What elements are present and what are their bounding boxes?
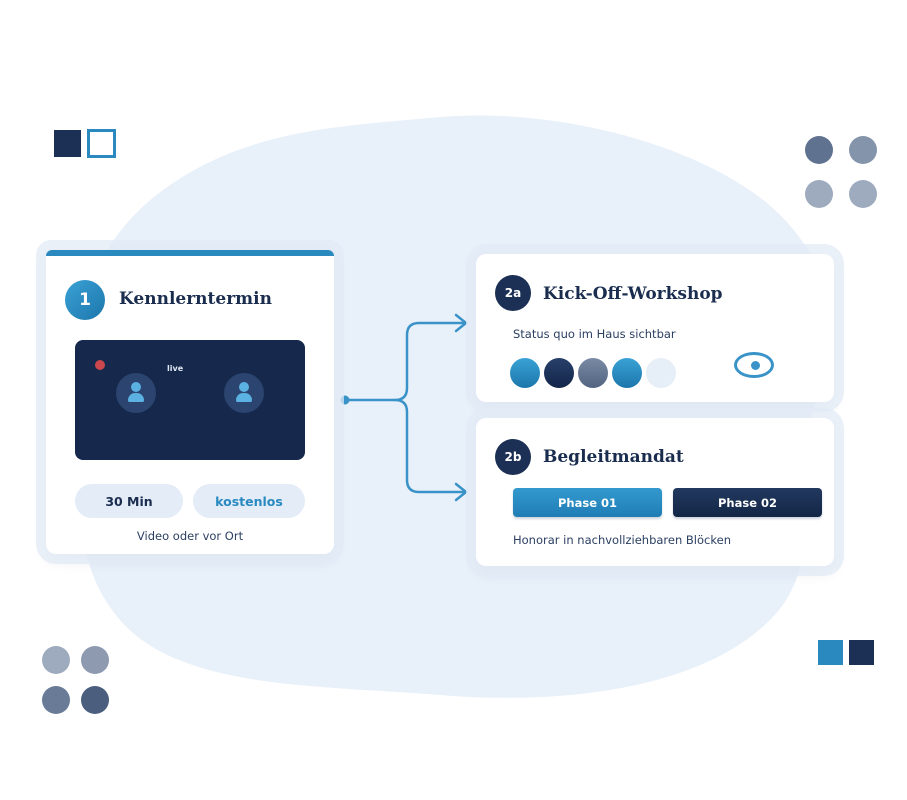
participant-avatar: [510, 358, 540, 388]
participant-avatar: [612, 358, 642, 388]
step-card-begleitmandat: 2b Begleitmandat Phase 01 Phase 02 Honor…: [476, 418, 834, 566]
eye-icon: [734, 352, 774, 378]
price-pill: kostenlos: [193, 484, 305, 518]
decor-dot: [81, 686, 109, 714]
live-label: live: [167, 364, 184, 373]
step-subtitle: Status quo im Haus sichtbar: [513, 327, 676, 341]
phase-02-block: Phase 02: [673, 488, 822, 517]
phase-01-block: Phase 01: [513, 488, 662, 517]
fee-note: Honorar in nachvollziehbaren Blöcken: [513, 533, 731, 547]
step-title: Begleitmandat: [543, 447, 684, 467]
step-title: Kick-Off-Workshop: [543, 284, 723, 304]
step-number-badge: 1: [65, 280, 105, 320]
decor-dot: [849, 136, 877, 164]
decor-square-outline: [87, 129, 116, 158]
step-number-badge: 2b: [495, 439, 531, 475]
duration-pill: 30 Min: [75, 484, 183, 518]
decor-square-navy: [849, 640, 874, 665]
decor-square-filled: [54, 130, 81, 157]
decor-square-blue: [818, 640, 843, 665]
participant-avatar: [578, 358, 608, 388]
participant-icon: [116, 373, 156, 413]
decor-dot: [81, 646, 109, 674]
decor-dot: [805, 136, 833, 164]
meeting-mode-label: Video oder vor Ort: [136, 529, 244, 543]
decor-dot: [849, 180, 877, 208]
video-call-preview: live: [75, 340, 305, 460]
participant-icon: [224, 373, 264, 413]
step-number-badge: 2a: [495, 275, 531, 311]
decor-dot: [42, 686, 70, 714]
decor-dot: [805, 180, 833, 208]
step-card-kennlerntermin: 1 Kennlerntermin live 30 Min kostenlos V…: [46, 250, 334, 554]
decor-dot: [42, 646, 70, 674]
step-card-kick-off-workshop: 2a Kick-Off-Workshop Status quo im Haus …: [476, 254, 834, 402]
step-title: Kennlerntermin: [119, 289, 272, 309]
recording-indicator-icon: [95, 360, 105, 370]
participant-avatar: [646, 358, 676, 388]
participant-avatar: [544, 358, 574, 388]
